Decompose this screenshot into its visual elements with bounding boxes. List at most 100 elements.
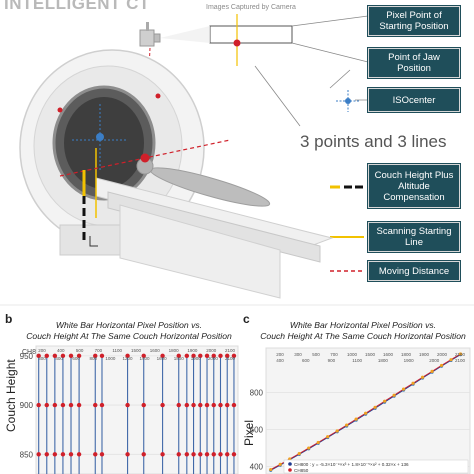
panel-b-bottom-tick: 300	[38, 356, 46, 361]
panel-b-bottom-tick: 1200	[122, 356, 133, 361]
panel-b-data-point	[231, 452, 237, 457]
connector-line	[254, 65, 301, 127]
panel-c-y-tick: 400	[250, 463, 264, 472]
panel-c-bottom-tick: 2100	[455, 358, 466, 363]
panel-b-data-point	[218, 353, 223, 359]
panel-c-data-point	[383, 399, 387, 403]
panel-c-data-point	[449, 358, 453, 362]
panel-b-data-point	[141, 452, 146, 457]
label-pixel-point: Pixel Point of Starting Position	[368, 6, 460, 36]
panel-b-data-point	[198, 452, 203, 457]
panel-b-bottom-tick: 800	[90, 356, 98, 361]
panel-c-data-point	[335, 429, 339, 433]
panel-b-data-point	[99, 353, 105, 359]
panel-c-top-tick: 200	[276, 352, 284, 357]
panel-c-data-point	[278, 462, 282, 466]
panel-c-bottom-tick: 400	[276, 358, 284, 363]
panel-b-data-point	[225, 353, 230, 359]
panel-b-data-point	[93, 353, 98, 359]
panel-c-data-point	[430, 369, 434, 373]
panel-b-top-tick: 1600	[150, 348, 161, 353]
camera-icon	[139, 22, 161, 47]
starting-position-point	[233, 39, 241, 47]
panel-b-bottom-tick: 1900	[191, 356, 202, 361]
panel-c-bottom-tick: 2000	[429, 358, 440, 363]
panel-c-title-line2: Couch Height At The Same Couch Horizonta…	[260, 331, 466, 341]
panel-b-data-point	[36, 402, 41, 408]
panel-b-y-tick: 950	[20, 352, 34, 361]
panel-c-bottom-tick: 1800	[378, 358, 389, 363]
label-jaw-position: Point of Jaw Position	[368, 48, 460, 78]
panel-c-y-tick: 600	[250, 426, 264, 435]
panel-b-data-point	[204, 452, 210, 457]
panel-c-top-tick: 1800	[401, 352, 412, 357]
panel-b-bottom-tick: 2000	[208, 356, 219, 361]
panel-c-top-tick: 300	[294, 352, 302, 357]
panel-c-data-point	[373, 405, 377, 409]
isocenter-point	[96, 133, 104, 141]
panel-b-data-point	[36, 452, 41, 457]
panel-b-data-point	[44, 353, 49, 359]
panel-b-data-point	[60, 353, 66, 359]
camera-caption: Images Captured by Camera	[206, 4, 296, 11]
panel-b-data-point	[76, 452, 82, 457]
panel-c-data-point	[439, 363, 444, 368]
panel-b-top-tick: 500	[76, 348, 84, 353]
panel-b-y-tick: 900	[20, 401, 34, 410]
panel-b-data-point	[60, 452, 66, 457]
panel-b-data-point	[225, 402, 230, 408]
panel-c-bottom-tick: 900	[328, 358, 336, 363]
panel-b-data-point	[44, 402, 49, 408]
panel-b-top-tick: 400	[57, 348, 65, 353]
panel-b-data-point	[184, 402, 190, 408]
panel-c-data-point	[364, 411, 368, 415]
panel-b-data-point	[176, 353, 181, 359]
panel-b-bottom-tick: 1400	[140, 356, 151, 361]
panel-b-data-point	[99, 402, 105, 408]
panel-c-bottom-tick: 1900	[404, 358, 415, 363]
panel-b-data-point	[93, 452, 98, 457]
panel-b-data-point	[68, 402, 74, 408]
label-moving-distance: Moving Distance	[368, 261, 460, 281]
panel-b-bottom-tick: 1000	[105, 356, 116, 361]
panel-b-data-point	[60, 402, 66, 408]
panel-b-data-point	[52, 353, 58, 359]
panel-b-data-point	[231, 353, 237, 359]
panel-b-data-point	[93, 402, 98, 408]
panel-b-data-point	[160, 402, 165, 408]
panel-c-y-tick: 800	[250, 388, 264, 397]
connector-line	[291, 42, 369, 63]
panel-b-data-point	[52, 452, 58, 457]
label-isocenter: ISOcenter	[368, 88, 460, 112]
panel-c-data-point	[354, 417, 358, 421]
panel-b-top-tick: 1900	[187, 348, 198, 353]
panel-b-top-tick: 2000	[206, 348, 217, 353]
summary-label: 3 points and 3 lines	[300, 132, 447, 151]
panel-b-data-point	[36, 353, 41, 359]
connector-line	[329, 69, 351, 89]
panel-b-data-point	[176, 452, 181, 457]
panel-b-data-point	[184, 452, 190, 457]
panel-b-bottom-tick: 600	[72, 356, 80, 361]
panel-b-letter: b	[5, 312, 13, 326]
panel-b-data-point	[52, 402, 58, 408]
panel-b-bottom-tick: 2100	[225, 356, 236, 361]
panel-b-top-tick: 200	[38, 348, 46, 353]
panel-c-legend	[283, 459, 469, 474]
panel-b-title-line1: White Bar Horizontal Pixel Position vs.	[55, 320, 203, 330]
panel-c-top-tick: 1000	[347, 352, 358, 357]
panel-b-data-point	[68, 353, 74, 359]
panel-c-data-point	[345, 423, 349, 427]
panel-b-data-point	[76, 402, 82, 408]
panel-c-data-point	[307, 446, 311, 450]
panel-c-top-tick: 1900	[419, 352, 430, 357]
panel-c-bottom-tick: 1100	[352, 358, 362, 363]
panel-c-legend-marker	[288, 468, 292, 472]
panel-b-data-point	[191, 402, 196, 408]
panel-b-data-point	[125, 452, 130, 457]
panel-c-data-point	[316, 440, 320, 445]
connector-line	[291, 15, 369, 27]
panel-c-legend-label: CH850	[294, 468, 309, 473]
